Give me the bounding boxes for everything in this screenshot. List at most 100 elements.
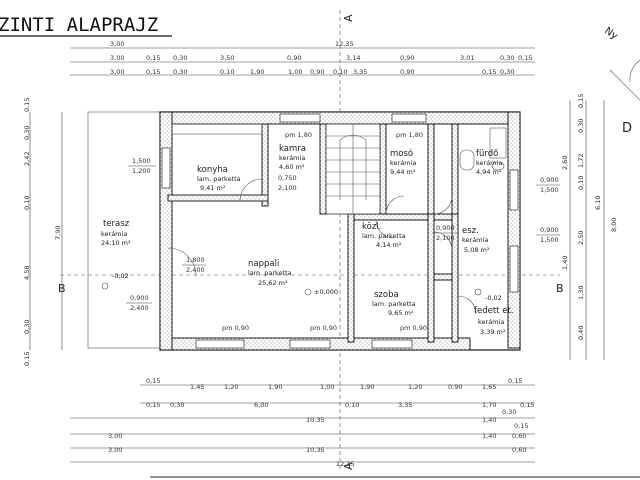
room-kozl: közl. lam. parketta 4,14 m² [362,222,406,249]
right-dimensions: 0,15 0,30 1,72 0,10 2,50 1,30 0,40 6,10 … [561,94,618,360]
top-dim-2-0: 3,00 [110,54,124,62]
room-nappali: nappali lam. parketta 25,62 m² [248,259,292,287]
bottom-dim: 1,00 [320,383,334,391]
room-floor: kerámia [279,154,305,162]
left-dim: 0,30 [23,126,31,140]
bottom-dim: 1,70 [482,401,496,409]
room-name: fedett et. [474,306,513,316]
right-dim: 2,60 [561,156,569,170]
room-area: 9,65 m² [388,309,414,317]
room-name: közl. [362,222,381,232]
bottom-dim: 0,30 [502,408,516,416]
top-dim-2-6: 0,90 [400,54,414,62]
level-terrace: -0,02 [112,272,129,280]
top-dim-2-4: 0,90 [287,54,301,62]
room-konyha: konyha lam. parketta 9,41 m² [197,165,241,192]
plan-title: ZINTI ALAPRAJZ [0,14,158,36]
room-floor: lam. parketta [372,300,416,308]
kitchen-counter [171,123,263,135]
section-a-top: A A [339,10,355,470]
right-dim: 2,50 [577,231,585,245]
staircase [325,123,381,215]
bottom-dim: 0,60 [512,446,526,454]
bottom-dim: 1,65 [482,383,496,391]
left-dim: 4,58 [23,266,31,280]
right-dim: 1,40 [561,256,569,270]
right-dim: 0,10 [577,176,585,190]
room-name: szoba [374,290,399,300]
room-area: 4,14 m² [376,241,402,249]
opening-label: 0,900 [540,176,559,184]
room-floor: kerámia [390,159,416,167]
top-dim-3-0: 3,00 [110,68,124,76]
top-dim-3-10: 0,15 [482,68,496,76]
toilet-icon [459,149,475,171]
bathroom-fixtures [459,127,507,171]
opening-label: 1,500 [540,186,559,194]
bottom-dim: 1,40 [482,416,496,424]
room-name: mosó [390,148,413,159]
bottom-dim: 0,15 [508,377,522,385]
top-dim-2-3: 3,50 [220,54,234,62]
bottom-dim: 1,45 [190,383,204,391]
opening-label: 0,900 [130,294,149,302]
opening-label: 1,500 [132,157,151,165]
bottom-dim: 0,60 [512,432,526,440]
opening-labels: 1,500 1,200 0,750 2,100 1,800 2,400 0,90… [126,157,560,312]
room-name: fürdő [476,149,498,159]
top-dim-3-3: 0,10 [220,68,234,76]
opening-label: 2,400 [130,304,149,312]
compass-arc [629,59,640,83]
top-dim-2-5: 3,14 [346,54,360,62]
bottom-dimensions: 0,15 1,45 1,20 1,90 1,00 1,90 1,20 0,90 … [70,377,535,468]
room-szoba: szoba lam. parketta 9,65 m² [372,290,416,317]
right-dim: 1,30 [577,286,585,300]
left-dim: 0,15 [23,98,31,112]
compass-north-label: Ny [602,25,619,42]
pm-label: pm 0,90 [400,324,427,332]
bottom-dim: 0,15 [146,401,160,409]
top-dim-3-6: 0,90 [310,68,324,76]
bottom-dim: 0,15 [514,422,528,430]
room-area: 9,41 m² [200,184,226,192]
sink-icon [491,161,505,171]
top-dim-2-8: 0,30 [500,54,514,62]
room-floor: kerámia [478,318,504,326]
bottom-dim: 0,10 [345,401,359,409]
top-dim-3-4: 1,90 [250,68,264,76]
opening-label: 0,900 [436,224,455,232]
room-name: terasz [103,219,130,229]
room-area: 4,94 m² [476,168,502,176]
bottom-dim: 0,90 [448,383,462,391]
top-dim-3-9: 0,90 [400,68,414,76]
room-fedett: fedett et. kerámia 3,39 m² [474,306,513,336]
room-floor: lam. parketta [362,232,406,240]
room-area: 24,10 m² [101,239,131,247]
top-dim-3-1: 0,15 [146,68,160,76]
watermark: zenga [547,452,620,470]
level-zero: ±0,000 [314,288,338,296]
bottom-dim: 1,90 [360,383,374,391]
right-dim: 6,10 [594,196,602,210]
shower-icon [489,127,507,159]
opening-label: 1,200 [132,167,151,175]
pm-label: pm 1,80 [396,131,423,139]
room-name: konyha [197,165,228,175]
windows [161,113,519,349]
bottom-dim: 1,90 [268,383,282,391]
bottom-dim: 1,20 [224,383,238,391]
bottom-dim: 6,00 [254,401,268,409]
bottom-dim: 0,15 [520,401,534,409]
room-furdo: fürdő kerámia 4,94 m² [476,149,502,176]
opening-label: 0,900 [540,226,559,234]
bottom-dim: 1,20 [408,383,422,391]
left-dim: 0,15 [23,352,31,366]
bottom-dim: 1,40 [482,432,496,440]
top-dim-3-7: 0,10 [333,68,347,76]
room-area: 4,60 m² [279,163,305,171]
left-dim: 0,10 [23,196,31,210]
top-dimensions: 3,00 12,35 3,00 0,15 0,30 3,50 0,90 3,14… [70,40,535,76]
room-name: nappali [248,259,279,269]
top-dim-3-8: 3,35 [353,68,367,76]
